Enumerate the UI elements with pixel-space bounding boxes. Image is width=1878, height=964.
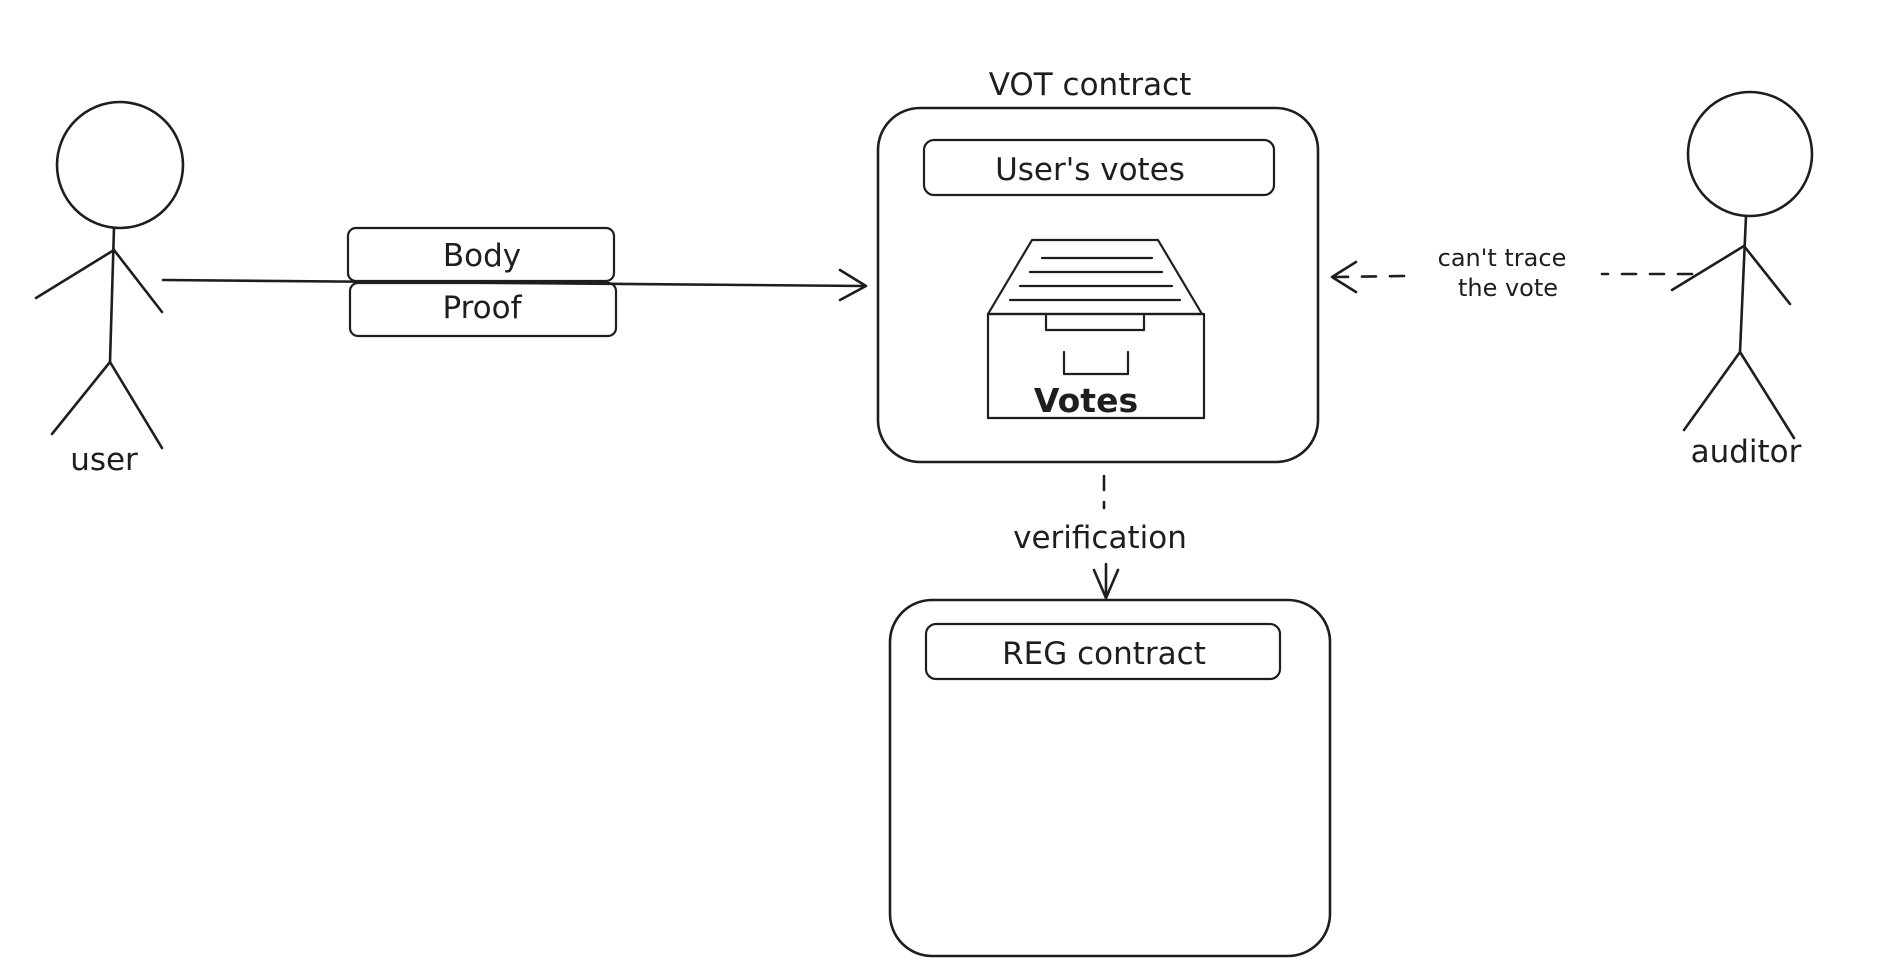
card-drawer-icon (986, 238, 1206, 420)
auditor-trace-arrow[interactable]: can't trace the vote (1330, 244, 1694, 302)
message-arrow-head (838, 268, 868, 302)
auditor-arrow-label-line2: the vote (1458, 274, 1558, 302)
verification-arrow-head (1092, 568, 1120, 600)
auditor-head (1686, 90, 1814, 218)
auditor-body (1738, 214, 1748, 354)
message-arrow-line (161, 278, 866, 288)
auditor-arrow-line-left (1332, 274, 1406, 279)
auditor-right-leg (1738, 350, 1796, 440)
user-actor[interactable]: user (34, 100, 185, 478)
auditor-left-leg (1682, 350, 1742, 432)
reg-contract-box (888, 598, 1332, 958)
auditor-arrow-label-line1: can't trace (1438, 244, 1567, 272)
reg-contract-title: REG contract (1002, 636, 1206, 672)
body-box (346, 226, 616, 283)
users-votes-box[interactable] (922, 138, 1276, 197)
users-votes-label: User's votes (995, 152, 1185, 188)
user-head (55, 100, 185, 230)
verification-label: verification (1013, 520, 1187, 556)
auditor-left-arm (1670, 244, 1746, 292)
votes-drawer-label: Votes (1034, 381, 1138, 420)
auditor-arrow-head (1330, 260, 1358, 294)
vot-contract[interactable]: VOT contract User's votes Votes (876, 67, 1320, 464)
reg-contract-title-box[interactable] (924, 622, 1282, 681)
user-left-leg (50, 360, 112, 436)
body-label: Body (443, 238, 521, 274)
vot-contract-box (876, 106, 1320, 464)
auditor-label: auditor (1691, 434, 1802, 470)
auditor-actor[interactable]: auditor (1670, 90, 1814, 470)
user-left-arm (34, 248, 116, 300)
proof-label: Proof (442, 290, 522, 326)
vot-contract-title: VOT contract (989, 67, 1192, 103)
message-arrow[interactable]: Body Proof (161, 226, 868, 338)
user-right-arm (112, 248, 164, 314)
user-body (108, 226, 116, 364)
user-label: user (70, 442, 138, 478)
verification-arrow[interactable]: verification (1013, 474, 1187, 600)
reg-contract[interactable]: REG contract (888, 598, 1332, 958)
auditor-right-arm (1742, 244, 1792, 306)
user-right-leg (108, 360, 164, 450)
